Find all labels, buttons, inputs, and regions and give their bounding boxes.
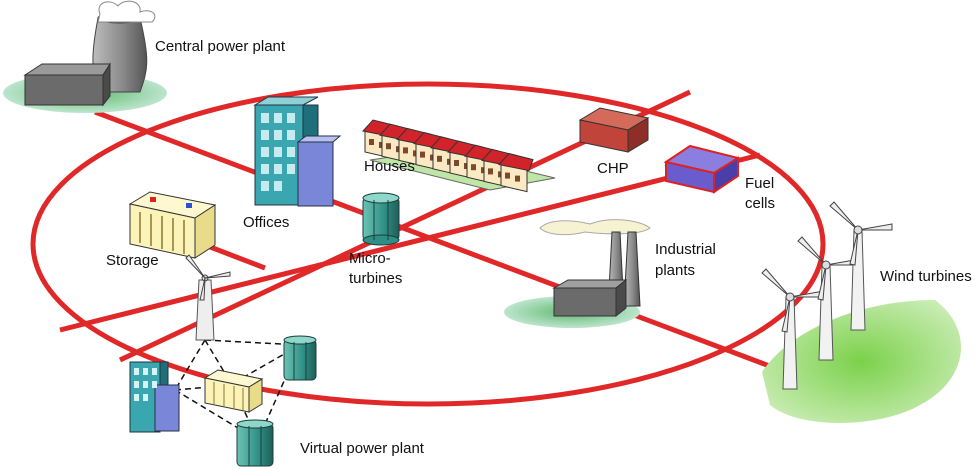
label-fuel-cells-1: Fuel xyxy=(745,175,774,192)
label-offices: Offices xyxy=(243,214,289,231)
wind-farm: Wind turbines xyxy=(761,201,972,424)
label-virtual-power-plant: Virtual power plant xyxy=(300,440,425,457)
wind-turbine xyxy=(829,201,893,331)
storage-unit: Storage xyxy=(106,191,217,269)
central-power-plant: Central power plant xyxy=(3,0,286,113)
vpp-storage xyxy=(203,369,264,413)
fuel-cells-unit: Fuel cells xyxy=(663,144,775,212)
vpp-micro-turbine-2 xyxy=(236,419,274,467)
micro-turbine-main: Micro- turbines xyxy=(349,192,402,287)
label-micro-turbines-2: turbines xyxy=(349,270,402,287)
label-industrial-plants-1: Industrial xyxy=(655,241,716,258)
industrial-plants: Industrial plants xyxy=(504,219,716,328)
grid-line-storage-branch xyxy=(204,242,266,271)
offices-building: Offices xyxy=(243,96,342,231)
label-micro-turbines-1: Micro- xyxy=(349,250,391,267)
label-chp: CHP xyxy=(597,160,629,177)
wind-turbine xyxy=(797,236,861,361)
chp-unit: CHP xyxy=(578,107,650,177)
house xyxy=(498,153,534,193)
vpp-office xyxy=(129,361,180,433)
virtual-power-plant: Virtual power plant xyxy=(129,254,425,467)
label-houses: Houses xyxy=(364,158,415,175)
label-industrial-plants-2: plants xyxy=(655,262,695,279)
label-fuel-cells-2: cells xyxy=(745,195,775,212)
grid-ring xyxy=(30,81,826,407)
wind-turbine xyxy=(761,268,825,390)
houses-row: Houses xyxy=(362,119,556,193)
label-wind-turbines: Wind turbines xyxy=(880,268,972,285)
vpp-micro-turbine-1 xyxy=(283,335,317,381)
label-central-power-plant: Central power plant xyxy=(155,38,286,55)
vpp-wind-turbine xyxy=(185,254,231,341)
label-storage: Storage xyxy=(106,252,159,269)
grid-line-central-to-windfarm xyxy=(94,109,781,373)
grid-line-storage-to-fuelcells xyxy=(59,152,761,333)
